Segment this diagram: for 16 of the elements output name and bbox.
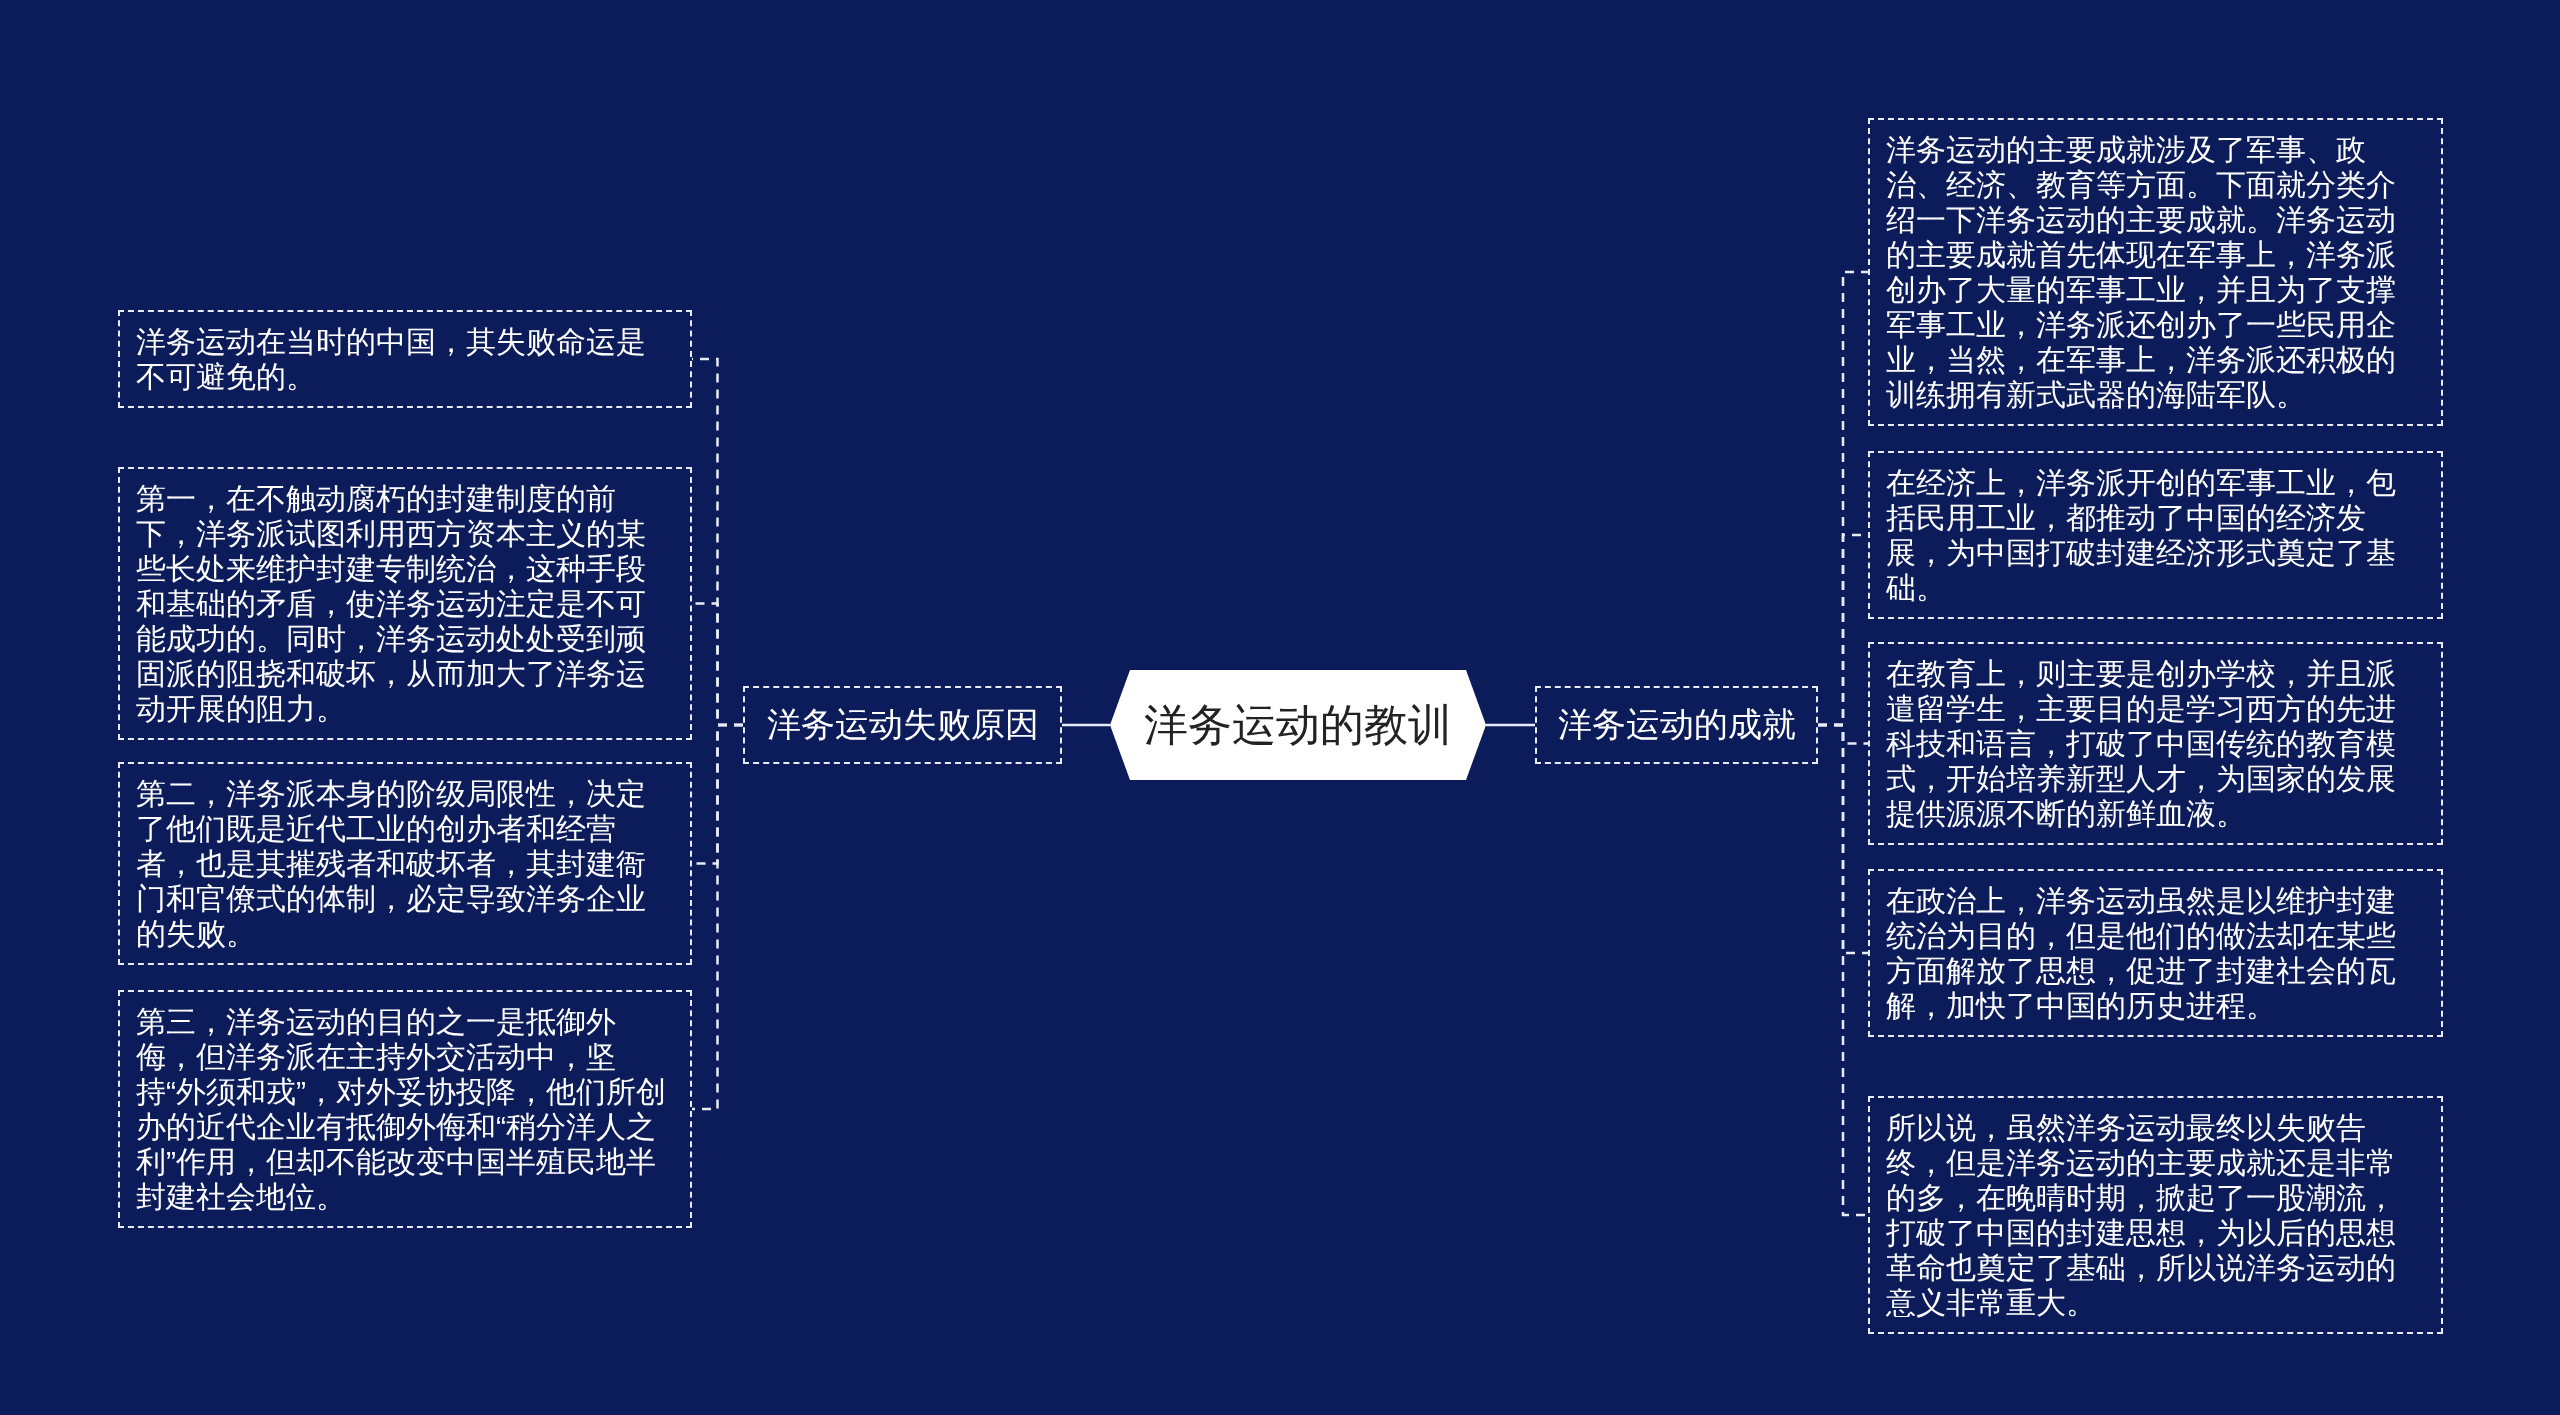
text-box: 在教育上，则主要是创办学校，并且派遣留学生，主要目的是学习西方的先进科技和语言，打破了中国传统的教育模式，开始培养新型人才，为国家的发展提供源源不断的新鲜血液。: [1868, 642, 2443, 845]
central-topic: 洋务运动的教训: [1110, 670, 1486, 780]
topic-box: 洋务运动失败原因: [743, 686, 1062, 764]
text-box: 在经济上，洋务派开创的军事工业，包括民用工业，都推动了中国的经济发展，为中国打破封建经济形式奠定了基础。: [1868, 451, 2443, 619]
text-box: 第三，洋务运动的目的之一是抵御外侮，但洋务派在主持外交活动中，坚持“外须和戎”，对外妥协投降，他们所创办的近代企业有抵御外侮和“稍分洋人之利”作用，但却不能改变中国半殖民地半封建社会地位。: [118, 990, 692, 1228]
text-box: 在政治上，洋务运动虽然是以维护封建统治为目的，但是他们的做法却在某些方面解放了思想，促进了封建社会的瓦解，加快了中国的历史进程。: [1868, 869, 2443, 1037]
connector: [1818, 723, 1868, 1217]
text-box: 第一，在不触动腐朽的封建制度的前下，洋务派试图利用西方资本主义的某些长处来维护封建专制统治，这种手段和基础的矛盾，使洋务运动注定是不可能成功的。同时，洋务运动处处受到顽固派的阻挠和破坏，从而加大了洋务运动开展的阻力。: [118, 467, 692, 740]
text-box: 洋务运动的主要成就涉及了军事、政治、经济、教育等方面。下面就分类介绍一下洋务运动的主要成就。洋务运动的主要成就首先体现在军事上，洋务派创办了大量的军事工业，并且为了支撑军事工业，洋务派还创办了一些民用企业，当然，在军事上，洋务派还积极的训练拥有新式武器的海陆军队。: [1868, 118, 2443, 426]
connector: [1486, 723, 1535, 727]
connector: [692, 723, 743, 1111]
connector: [1062, 723, 1110, 727]
text-box: 第二，洋务派本身的阶级局限性，决定了他们既是近代工业的创办者和经营者，也是其摧残者和破坏者，其封建衙门和官僚式的体制，必定导致洋务企业的失败。: [118, 762, 692, 965]
text-box: 洋务运动在当时的中国，其失败命运是不可避免的。: [118, 310, 692, 408]
topic-box: 洋务运动的成就: [1535, 686, 1818, 764]
text-box: 所以说，虽然洋务运动最终以失败告终，但是洋务运动的主要成就还是非常的多，在晚晴时期，掀起了一股潮流，打破了中国的封建思想，为以后的思想革命也奠定了基础，所以说洋务运动的意义非常重大。: [1868, 1096, 2443, 1334]
